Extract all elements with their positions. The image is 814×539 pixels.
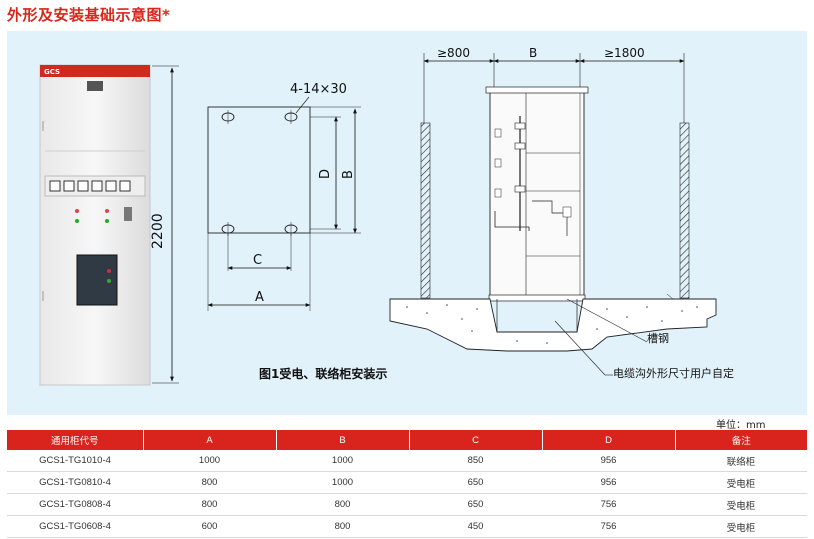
table-row: GCS1-TG0608-4 600 800 450 756 受电柜 (7, 515, 807, 538)
dim-c-label: C (253, 253, 262, 268)
page-title-mark: * (162, 6, 171, 24)
table-row: GCS1-TG0810-4 800 1000 650 956 受电柜 (7, 471, 807, 494)
col-header-a: A (143, 430, 277, 450)
cell-b: 1000 (276, 450, 409, 472)
cell-remark: 受电柜 (675, 471, 807, 494)
cell-d: 956 (542, 450, 675, 472)
base-plate-outline (207, 106, 311, 234)
diagram-svg: GCS 2200 (39, 46, 734, 386)
page-title: 外形及安装基础示意图* (7, 4, 170, 25)
cell-c: 650 (409, 493, 542, 516)
unit-label: 单位：mm (716, 420, 766, 431)
cell-d: 756 (542, 515, 675, 538)
dim-d-label: D (318, 169, 333, 179)
col-header-c: C (409, 430, 543, 450)
page-title-text: 外形及安装基础示意图 (7, 6, 163, 24)
cell-code: GCS1-TG0608-4 (7, 515, 143, 538)
channel-steel (488, 294, 586, 302)
dim-a-label: A (255, 290, 264, 305)
cell-c: 650 (409, 471, 542, 494)
diagram-panel: GCS 2200 (7, 31, 807, 415)
spec-table: 通用柜代号 A B C D 备注 GCS1-TG1010-4 1000 1000… (7, 430, 807, 538)
cabinet-meter-window (76, 254, 118, 306)
cell-code: GCS1-TG0810-4 (7, 471, 143, 494)
cell-c: 850 (409, 450, 542, 472)
col-header-b: B (276, 430, 410, 450)
cell-a: 1000 (143, 450, 276, 472)
col-header-remark: 备注 (675, 430, 807, 450)
cabinet-brand-label: GCS (44, 68, 60, 76)
cell-b: 800 (276, 493, 409, 516)
width-b-label: B (529, 46, 537, 60)
cell-a: 800 (143, 493, 276, 516)
cabinet-height-label: 2200 (150, 213, 166, 249)
right-wall (679, 122, 690, 299)
cell-b: 800 (276, 515, 409, 538)
cabinet-illustration: GCS 2200 (39, 64, 179, 386)
table-row: GCS1-TG0808-4 800 800 650 756 受电柜 (7, 493, 807, 516)
left-wall (420, 122, 431, 299)
cell-b: 1000 (276, 471, 409, 494)
channel-steel-label: 槽钢 (647, 332, 669, 345)
cell-c: 450 (409, 515, 542, 538)
col-header-d: D (542, 430, 676, 450)
foundation (389, 298, 717, 352)
mounting-hole-plan: 4-14×30 D B C A (207, 82, 361, 311)
cell-code: GCS1-TG0808-4 (7, 493, 143, 516)
right-clearance-label: ≥1800 (604, 46, 645, 60)
cell-remark: 受电柜 (675, 493, 807, 516)
cable-trench-label: 电缆沟外形尺寸用户自定 (613, 366, 734, 380)
col-header-code: 通用柜代号 (7, 430, 144, 450)
cell-code: GCS1-TG1010-4 (7, 450, 143, 472)
cell-remark: 联络柜 (675, 450, 807, 472)
cabinet-top-band (40, 65, 150, 77)
cell-remark: 受电柜 (675, 515, 807, 538)
table-header-row: 通用柜代号 A B C D 备注 (7, 430, 807, 450)
cell-d: 956 (542, 471, 675, 494)
left-clearance-label: ≥800 (437, 46, 470, 60)
holes-spec-label: 4-14×30 (290, 82, 347, 97)
figure-caption: 图1受电、联络柜安装示 (259, 366, 387, 381)
cabinet-elevation (489, 90, 585, 300)
cell-d: 756 (542, 493, 675, 516)
dim-b-label: B (341, 170, 356, 179)
installation-elevation: ≥800 B ≥1800 (389, 46, 734, 380)
table-row: GCS1-TG1010-4 1000 1000 850 956 联络柜 (7, 450, 807, 472)
cell-a: 800 (143, 471, 276, 494)
cell-a: 600 (143, 515, 276, 538)
